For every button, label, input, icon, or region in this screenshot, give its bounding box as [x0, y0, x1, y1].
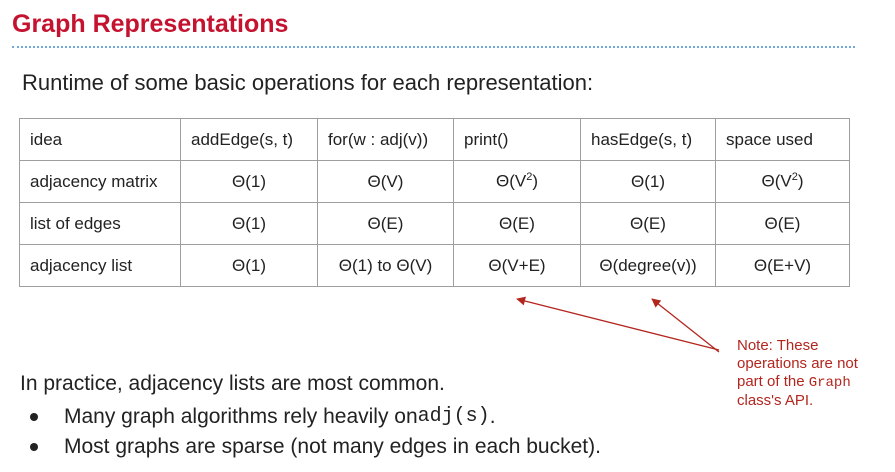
cell-print: Θ(V+E): [453, 244, 581, 287]
cell-iterate-adj: Θ(V): [317, 160, 454, 203]
subtitle: Runtime of some basic operations for eac…: [22, 70, 594, 95]
cell-has-edge: Θ(1): [580, 160, 716, 203]
bullet-list: Many graph algorithms rely heavily on ad…: [30, 402, 601, 462]
bullet-icon: [30, 443, 38, 451]
table-row: adjacency matrix Θ(1) Θ(V) Θ(V2) Θ(1) Θ(…: [19, 160, 850, 203]
runtime-table: idea addEdge(s, t) for(w : adj(v)) print…: [19, 118, 850, 287]
note-code: Graph: [808, 375, 851, 391]
title-divider: [12, 46, 855, 48]
list-item: Most graphs are sparse (not many edges i…: [30, 432, 601, 462]
table-row: adjacency list Θ(1) Θ(1) to Θ(V) Θ(V+E) …: [19, 244, 850, 287]
cell-add-edge: Θ(1): [180, 160, 318, 203]
bullet-icon: [30, 413, 38, 421]
header-iterate-adj: for(w : adj(v)): [317, 118, 454, 161]
inline-code: adj(s): [417, 405, 490, 428]
cell-iterate-adj: Θ(E): [317, 202, 454, 245]
cell-space-used: Θ(E+V): [715, 244, 850, 287]
row-name: adjacency list: [19, 244, 181, 287]
arrow-to-has-edge: [651, 298, 720, 353]
row-name: adjacency matrix: [19, 160, 181, 203]
page-title: Graph Representations: [12, 10, 289, 38]
header-has-edge: hasEdge(s, t): [580, 118, 716, 161]
cell-has-edge: Θ(degree(v)): [580, 244, 716, 287]
table-header-row: idea addEdge(s, t) for(w : adj(v)) print…: [19, 118, 850, 161]
cell-space-used: Θ(V2): [715, 160, 850, 203]
arrow-to-print: [516, 296, 720, 351]
cell-add-edge: Θ(1): [180, 202, 318, 245]
row-name: list of edges: [19, 202, 181, 245]
header-print: print(): [453, 118, 581, 161]
table-row: list of edges Θ(1) Θ(E) Θ(E) Θ(E) Θ(E): [19, 202, 850, 245]
header-idea: idea: [19, 118, 181, 161]
header-space-used: space used: [715, 118, 850, 161]
note-callout: Note: These operations are not part of t…: [737, 337, 858, 409]
cell-add-edge: Θ(1): [180, 244, 318, 287]
practice-text: In practice, adjacency lists are most co…: [20, 372, 445, 395]
cell-print: Θ(E): [453, 202, 581, 245]
list-item: Many graph algorithms rely heavily on ad…: [30, 402, 601, 432]
cell-space-used: Θ(E): [715, 202, 850, 245]
header-add-edge: addEdge(s, t): [180, 118, 318, 161]
cell-iterate-adj: Θ(1) to Θ(V): [317, 244, 454, 287]
